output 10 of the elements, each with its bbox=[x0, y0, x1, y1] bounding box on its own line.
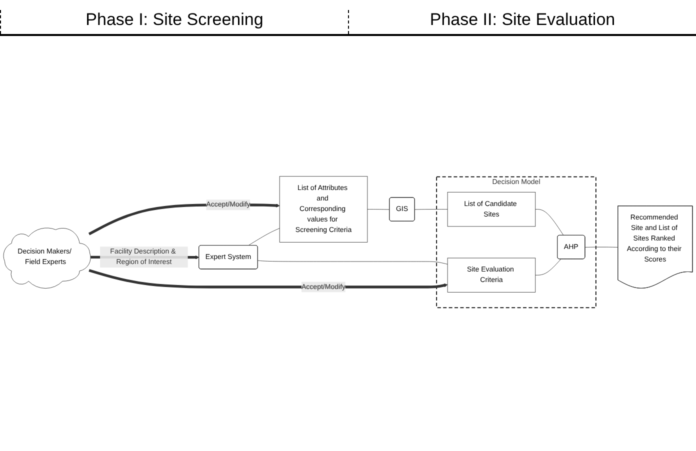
connector bbox=[367, 209, 390, 210]
connector bbox=[414, 209, 448, 210]
connector bbox=[535, 258, 562, 276]
connector bbox=[248, 228, 280, 246]
phase-heading: Phase II: Site Evaluation bbox=[348, 10, 696, 34]
connector bbox=[535, 209, 564, 236]
connector bbox=[584, 246, 618, 248]
phase-heading: Phase I: Site Screening bbox=[0, 10, 348, 34]
arrow bbox=[88, 269, 448, 288]
connector bbox=[258, 260, 448, 264]
